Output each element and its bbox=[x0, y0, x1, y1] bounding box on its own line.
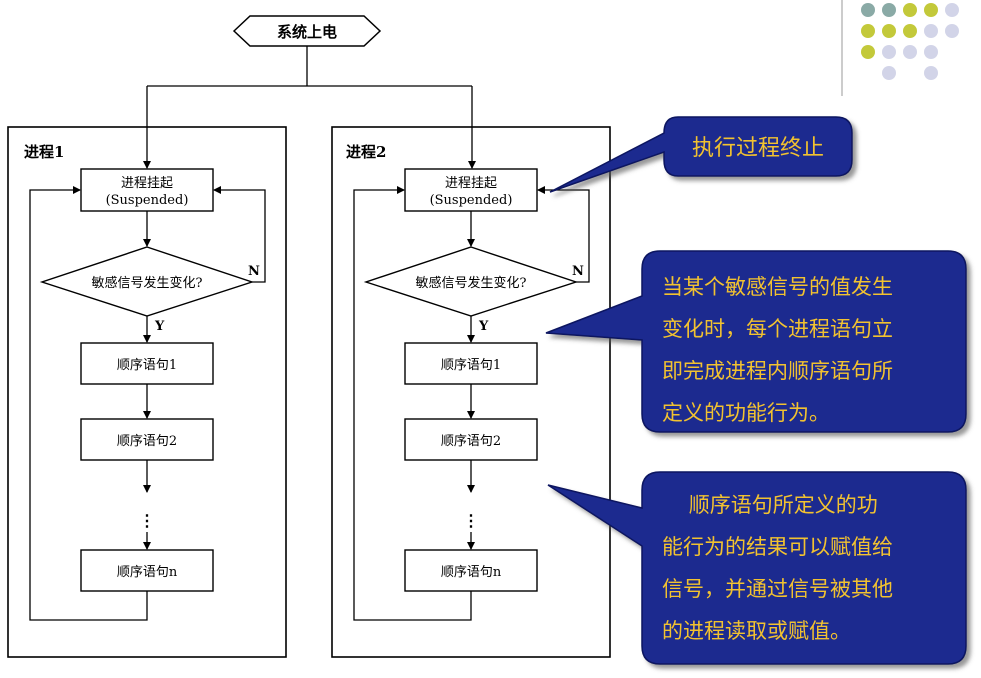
p2-ellipsis: ⋮ bbox=[463, 511, 479, 530]
p2-stmt2-label: 顺序语句2 bbox=[441, 434, 501, 449]
callout-sensitive-line-2: 变化时，每个进程语句立 bbox=[662, 317, 893, 341]
callout-sequential-line-4: 的进程读取或赋值。 bbox=[662, 619, 851, 643]
p2-no-label: N bbox=[572, 264, 584, 279]
p2-stmt1-box bbox=[404, 342, 538, 385]
p1-suspend-sublabel: (Suspended) bbox=[106, 193, 189, 208]
callout-sensitive-change-text: 当某个敏感信号的值发生 变化时，每个进程语句立 即完成进程内顺序语句所 定义的功… bbox=[662, 275, 893, 425]
callout-sequential-result-text: 顺序语句所定义的功 能行为的结果可以赋值给 信号，并通过信号被其他 的进程读取或… bbox=[662, 493, 893, 643]
callout-terminate-text: 执行过程终止 bbox=[692, 136, 824, 161]
power-on-label: 系统上电 bbox=[277, 23, 337, 41]
callout-terminate bbox=[549, 116, 853, 193]
p2-stmtn-box bbox=[404, 549, 538, 592]
p2-stmt2-box bbox=[404, 418, 538, 461]
p1-no-label: N bbox=[248, 264, 260, 279]
process-2-frame bbox=[331, 126, 611, 658]
callout-sensitive-line-3: 即完成进程内顺序语句所 bbox=[662, 359, 893, 383]
callout-sequential-line-1: 顺序语句所定义的功 bbox=[662, 493, 878, 517]
p2-stmtn-label: 顺序语句n bbox=[441, 565, 502, 580]
p1-stmt2-box bbox=[80, 418, 214, 461]
p1-stmtn-label: 顺序语句n bbox=[117, 565, 178, 580]
callout-sequential-line-2: 能行为的结果可以赋值给 bbox=[662, 535, 893, 559]
callout-sensitive-line-4: 定义的功能行为。 bbox=[662, 401, 830, 425]
p1-yes-label: Y bbox=[154, 319, 165, 334]
p2-return-loop bbox=[353, 186, 472, 621]
process-1-title: 进程1 bbox=[24, 143, 64, 161]
p1-stmtn-box bbox=[80, 549, 214, 592]
p1-return-loop bbox=[29, 186, 148, 621]
p2-suspend-label: 进程挂起 bbox=[445, 176, 497, 191]
p1-no-loop bbox=[213, 186, 266, 283]
callout-sensitive-change bbox=[545, 250, 967, 433]
p1-decision-label: 敏感信号发生变化? bbox=[92, 275, 203, 291]
p1-stmt1-label: 顺序语句1 bbox=[117, 358, 177, 373]
process-1: 进程1 进程挂起 (Suspended) 敏感信号发生变化? N Y 顺序语句1… bbox=[7, 86, 287, 658]
callout-sequential-line-3: 信号，并通过信号被其他 bbox=[662, 577, 893, 601]
callout-sequential-result bbox=[547, 471, 967, 665]
p2-decision-label: 敏感信号发生变化? bbox=[416, 275, 527, 291]
p1-suspend-box bbox=[80, 168, 214, 212]
p2-stmt1-label: 顺序语句1 bbox=[441, 358, 501, 373]
power-on-node: 系统上电 bbox=[232, 15, 382, 47]
process-2: 进程2 进程挂起 (Suspended) 敏感信号发生变化? N Y 顺序语句1… bbox=[331, 86, 611, 658]
p2-suspend-sublabel: (Suspended) bbox=[430, 193, 513, 208]
p2-yes-label: Y bbox=[478, 319, 489, 334]
process-2-title: 进程2 bbox=[346, 143, 386, 161]
p1-stmt2-label: 顺序语句2 bbox=[117, 434, 177, 449]
decorative-dots bbox=[841, 0, 959, 96]
p1-suspend-label: 进程挂起 bbox=[121, 176, 173, 191]
callout-sensitive-line-1: 当某个敏感信号的值发生 bbox=[662, 275, 893, 299]
p2-no-loop bbox=[537, 186, 590, 283]
p1-ellipsis: ⋮ bbox=[139, 511, 155, 530]
